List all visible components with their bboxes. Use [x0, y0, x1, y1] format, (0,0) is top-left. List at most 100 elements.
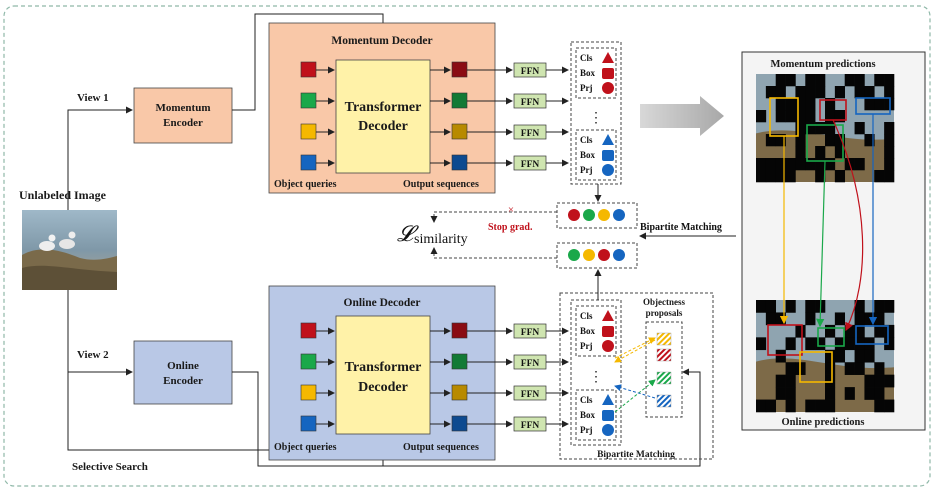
momentum-prediction-mask-patch [825, 110, 836, 123]
momentum-head-group-top [575, 47, 617, 99]
online-ffn-label-1: FFN [521, 359, 540, 369]
momentum-prediction-mask-patch [825, 134, 836, 147]
online-dots-box [556, 242, 638, 269]
online-head-group-top [575, 305, 617, 357]
link-red [832, 119, 864, 332]
proposal-3 [656, 394, 672, 408]
online-box-square-1 [602, 410, 614, 421]
online-heads-ellipsis: ⋮ [589, 370, 603, 385]
momentum-prediction-mask-patch [805, 86, 816, 99]
momentum-head-group-bottom [575, 129, 617, 181]
online-prediction-mask-patch [825, 399, 836, 413]
momentum-prediction-mask-patch [854, 86, 865, 99]
online-prediction-mask-patch [765, 399, 777, 413]
online-output-2 [451, 384, 468, 401]
momentum-prediction-mask-patch [795, 158, 806, 171]
momentum-prediction-mask-patch [795, 98, 806, 111]
proposals-box [645, 321, 683, 418]
online-prediction-mask-patch [844, 337, 855, 351]
online-query-1 [300, 353, 317, 370]
momentum-prediction-mask-patch [874, 74, 885, 87]
momentum-prediction-mask-patch [854, 74, 865, 87]
online-prediction-mask-patch [795, 324, 806, 338]
online-predictions-title: Online predictions [782, 417, 865, 428]
momentum-prediction-mask-patch [815, 74, 826, 87]
online-dot-3 [613, 249, 625, 261]
momentum-head-label-1-2: Prj [580, 165, 593, 175]
online-dot-2 [598, 249, 610, 261]
online-prediction-mask-patch [785, 387, 796, 400]
online-prediction-mask-patch [815, 399, 826, 413]
online-cls-triangle-0 [602, 310, 614, 321]
momentum-prediction-mask-patch [775, 170, 786, 183]
momentum-dot-0 [568, 209, 580, 221]
momentum-output-1 [451, 92, 468, 109]
online-prediction-mask-patch [874, 362, 885, 375]
online-ffn-label-0: FFN [521, 328, 540, 338]
momentum-ffn-label-2: FFN [521, 129, 540, 139]
online-prediction-mask-patch [756, 300, 767, 313]
momentum-prediction-mask-patch [825, 122, 836, 135]
online-object-queries-label: Object queries [274, 442, 337, 453]
momentum-prediction-mask-patch [775, 134, 786, 147]
momentum-prediction-mask-patch [864, 134, 875, 147]
momentum-prediction-mask-patch [884, 170, 895, 183]
momentum-output-0 [451, 61, 468, 78]
online-heads-box [570, 299, 622, 446]
online-transformer [335, 315, 431, 435]
momentum-prediction-mask-patch [884, 146, 895, 159]
momentum-prediction-mask-patch [825, 158, 836, 171]
online-ffn-label-3: FFN [521, 421, 540, 431]
online-box-square-0 [602, 326, 614, 337]
momentum-transformer-line2: Decoder [358, 119, 408, 134]
online-similarity-line [430, 247, 557, 259]
online-prediction-mask-patch [825, 324, 836, 338]
momentum-heads-ellipsis: ⋮ [589, 111, 603, 126]
online-prediction-mask-patch [775, 387, 786, 400]
momentum-prediction-mask-patch [785, 110, 796, 123]
momentum-dot-3 [613, 209, 625, 221]
momentum-head-label-1-0: Cls [580, 135, 593, 145]
online-prj-circle-1 [602, 424, 614, 436]
online-prediction-mask-patch [805, 300, 816, 313]
online-decoder-title: Online Decoder [344, 297, 421, 309]
online-prediction-mask-patch [756, 399, 767, 413]
online-prediction-mask-patch [844, 362, 855, 375]
match-line-yellow-a [614, 337, 656, 359]
momentum-ffn-label-3: FFN [521, 160, 540, 170]
momentum-decoder-title: Momentum Decoder [331, 35, 432, 47]
momentum-prediction-mask-patch [874, 98, 885, 111]
online-box-green [817, 327, 845, 347]
momentum-heads-box [570, 41, 622, 185]
momentum-prediction-mask-patch [884, 86, 895, 99]
online-prediction-mask-patch [864, 374, 875, 388]
online-encoder-line2: Encoder [163, 375, 203, 387]
momentum-transformer [335, 59, 431, 174]
view1-label: View 1 [77, 92, 109, 104]
online-output-3 [451, 415, 468, 432]
momentum-head-label-0-0: Cls [580, 53, 593, 63]
momentum-prediction-mask-patch [825, 98, 836, 111]
momentum-prediction-mask-patch [864, 86, 875, 99]
online-head-group-bottom [575, 389, 617, 441]
online-transformer-line1: Transformer [345, 360, 422, 375]
online-prediction-image [756, 300, 895, 413]
online-query-2 [300, 384, 317, 401]
momentum-prediction-mask-patch [756, 158, 767, 171]
momentum-prediction-mask-patch [765, 170, 777, 183]
momentum-object-queries-label: Object queries [274, 179, 337, 190]
momentum-predictions-title: Momentum predictions [770, 59, 875, 70]
online-prediction-mask-patch [834, 349, 846, 363]
online-prediction-mask-patch [765, 300, 777, 313]
momentum-prediction-mask-patch [775, 110, 786, 123]
online-prediction-mask-patch [805, 337, 816, 351]
momentum-prediction-mask-patch [815, 86, 826, 99]
online-prediction-mask-patch [854, 324, 865, 338]
momentum-prediction-mask-patch [854, 158, 865, 171]
online-prediction-mask-patch [775, 374, 786, 388]
online-dot-0 [568, 249, 580, 261]
online-head-label-1-1: Box [580, 410, 596, 420]
momentum-prediction-mask-patch [795, 146, 806, 159]
momentum-encoder-line2: Encoder [163, 117, 203, 129]
online-dot-1 [583, 249, 595, 261]
